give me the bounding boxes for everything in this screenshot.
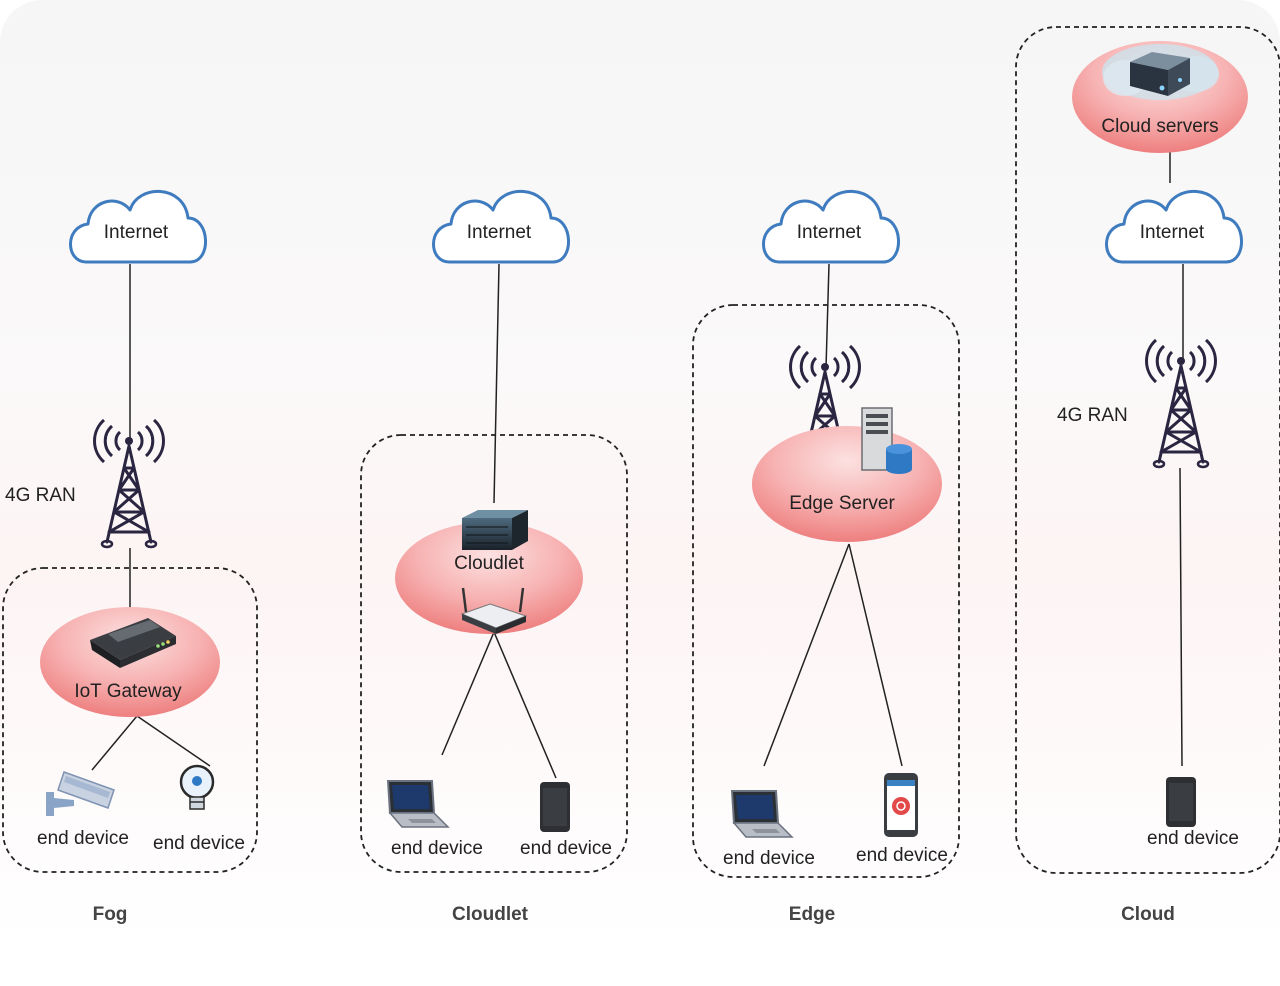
- fog-title: Fog: [92, 904, 128, 925]
- fog-ran-label: 4G RAN: [5, 485, 76, 506]
- server-rack-icon: [462, 510, 528, 550]
- connectors: [91, 152, 1184, 779]
- cloudlet-end-device-left-label: end device: [391, 838, 483, 859]
- antenna-tower-icon: [93, 418, 165, 549]
- smartphone-icon: [1166, 777, 1196, 827]
- cloud-internet-label: Internet: [1139, 222, 1205, 243]
- edge-end-device-right-label: end device: [856, 845, 948, 866]
- edge-end-device-left-label: end device: [723, 848, 815, 869]
- iot-gateway-label: IoT Gateway: [74, 681, 182, 702]
- fog-end-device-left-label: end device: [37, 828, 129, 849]
- fog-internet-label: Internet: [103, 222, 169, 243]
- cloudlet-title: Cloudlet: [452, 904, 528, 925]
- fog-end-device-right-label: end device: [153, 833, 245, 854]
- router-icon: [90, 618, 176, 668]
- edge-internet-label: Internet: [796, 222, 862, 243]
- cloudlet-node: [395, 522, 583, 634]
- edge-server-node: [752, 426, 942, 542]
- cloud-servers-icon: [1102, 44, 1219, 100]
- cloud-boundary: [1015, 26, 1280, 874]
- cloudlet-hub-label: Cloudlet: [454, 553, 524, 574]
- cloud-ran-label: 4G RAN: [1057, 405, 1128, 426]
- cloud-servers-label: Cloud servers: [1101, 116, 1219, 137]
- antenna-tower-icon: [1145, 338, 1217, 469]
- database-icon: [886, 444, 912, 474]
- wifi-router-icon: [460, 587, 528, 634]
- edge-server-label: Edge Server: [789, 493, 895, 514]
- smartphone-icon: [884, 773, 918, 837]
- smart-bulb-icon: [179, 764, 215, 810]
- cloudlet-internet-label: Internet: [466, 222, 532, 243]
- smartphone-icon: [540, 782, 570, 832]
- cloud-title: Cloud: [1121, 904, 1175, 925]
- cloudlet-boundary: [360, 434, 628, 873]
- cloud-end-device-label: end device: [1147, 828, 1239, 849]
- cctv-camera-icon: [46, 771, 115, 816]
- edge-title: Edge: [788, 904, 836, 925]
- laptop-icon: [731, 790, 793, 838]
- cloudlet-end-device-right-label: end device: [520, 838, 612, 859]
- laptop-icon: [387, 780, 449, 828]
- edge-boundary: [692, 304, 960, 878]
